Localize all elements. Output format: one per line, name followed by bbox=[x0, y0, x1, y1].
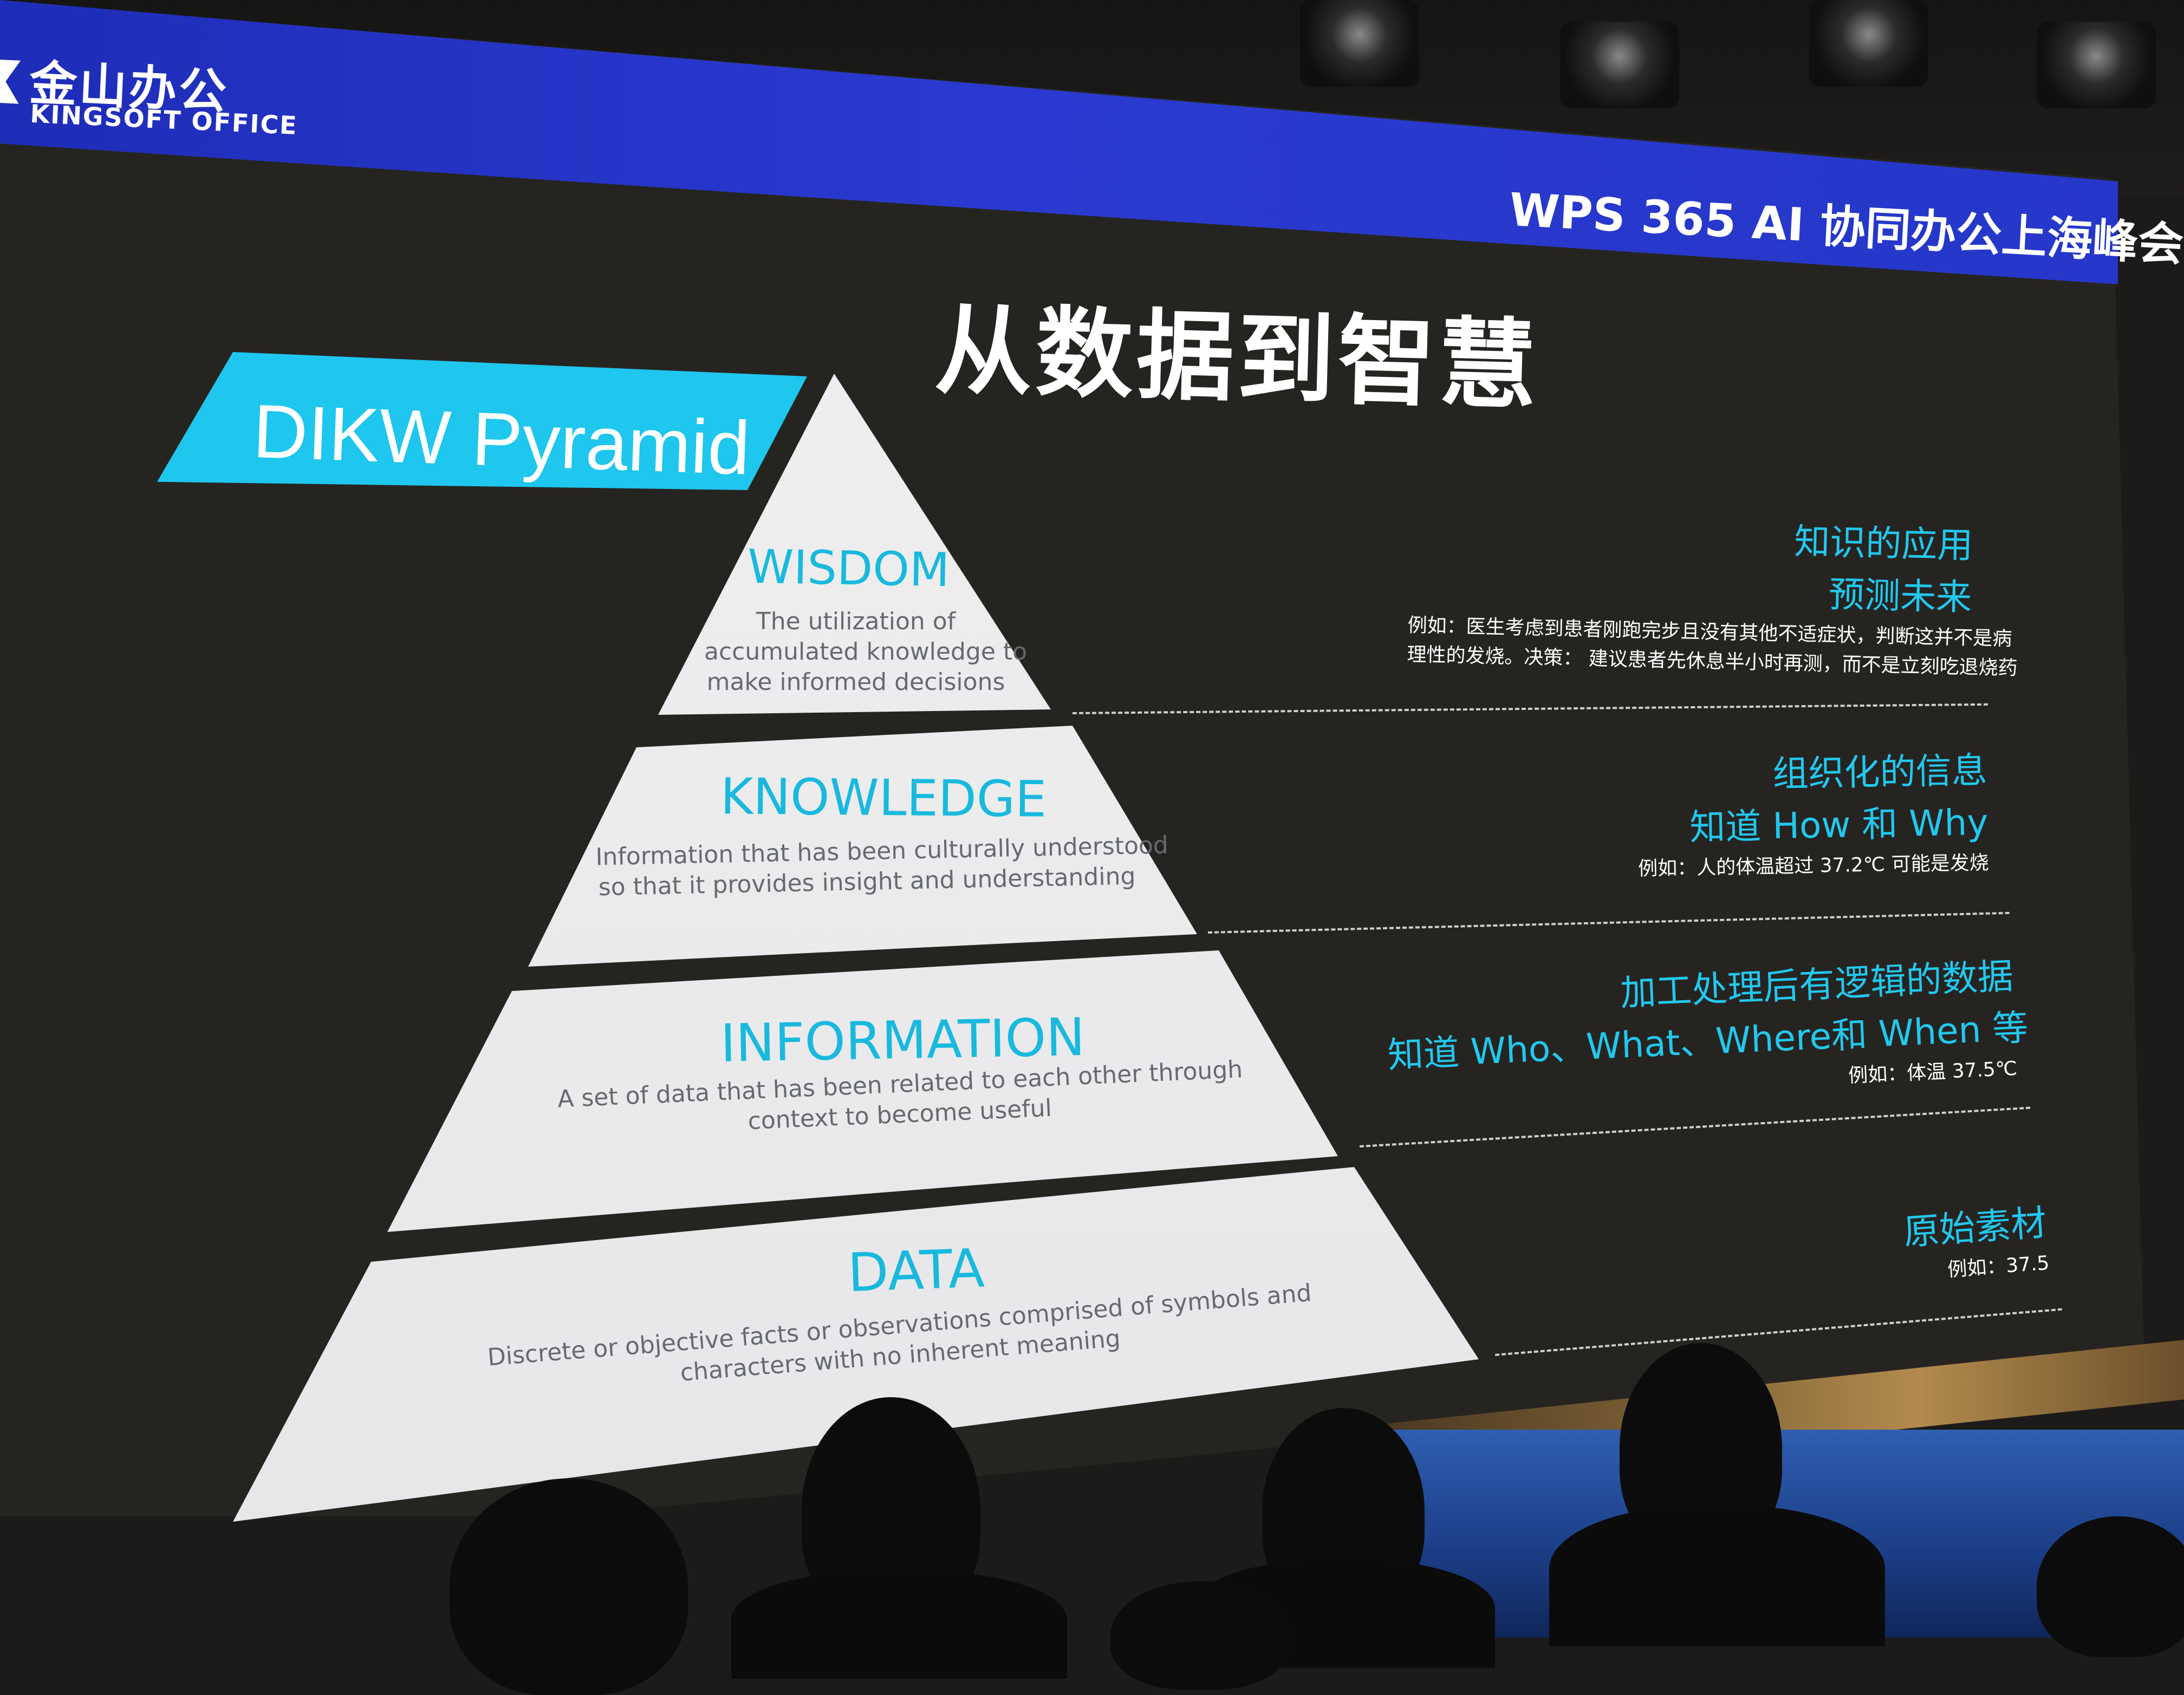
knowledge-note-line: 组织化的信息 bbox=[1461, 745, 1988, 806]
information-note: 加工处理后有逻辑的数据 知道 Who、What、Where和 When 等 例如… bbox=[1384, 950, 2018, 1111]
dikw-banner-label: DIKW Pyramid bbox=[251, 387, 751, 492]
logo-mark-icon bbox=[0, 60, 21, 104]
presentation-screen: 金山办公 KINGSOFT OFFICE WPS 365 AI 协同办公上海峰会… bbox=[0, 0, 2184, 1516]
data-label: DATA bbox=[847, 1238, 985, 1305]
audience-head bbox=[450, 1478, 688, 1695]
knowledge-description: Information that has been culturally und… bbox=[595, 831, 1138, 903]
audience-shoulders bbox=[731, 1570, 1067, 1679]
knowledge-label: KNOWLEDGE bbox=[720, 767, 1047, 828]
slide-title: 从数据到智慧 bbox=[933, 271, 1541, 428]
audience-shoulders bbox=[1549, 1505, 1885, 1646]
wisdom-label: WISDOM bbox=[747, 540, 950, 597]
knowledge-note: 组织化的信息 知道 How 和 Why 例如：人的体温超过 37.2℃ 可能是发… bbox=[1461, 745, 1989, 887]
wisdom-description-line: accumulated knowledge to bbox=[704, 637, 1007, 667]
audience-head bbox=[2037, 1516, 2184, 1657]
wisdom-description-line: make informed decisions bbox=[704, 667, 1007, 697]
kingsoft-office-logo: 金山办公 KINGSOFT OFFICE bbox=[0, 38, 281, 159]
audience-head bbox=[1110, 1581, 1289, 1690]
wisdom-description-line: The utilization of bbox=[704, 607, 1007, 637]
logo-text-en: KINGSOFT OFFICE bbox=[29, 99, 298, 140]
wisdom-description: The utilization of accumulated knowledge… bbox=[704, 607, 1007, 697]
wisdom-note: 知识的应用 预测未来 例如：医生考虑到患者刚跑完步且没有其他不适症状，判断这并不… bbox=[1407, 507, 1974, 682]
knowledge-note-line: 知道 How 和 Why bbox=[1462, 797, 1989, 858]
